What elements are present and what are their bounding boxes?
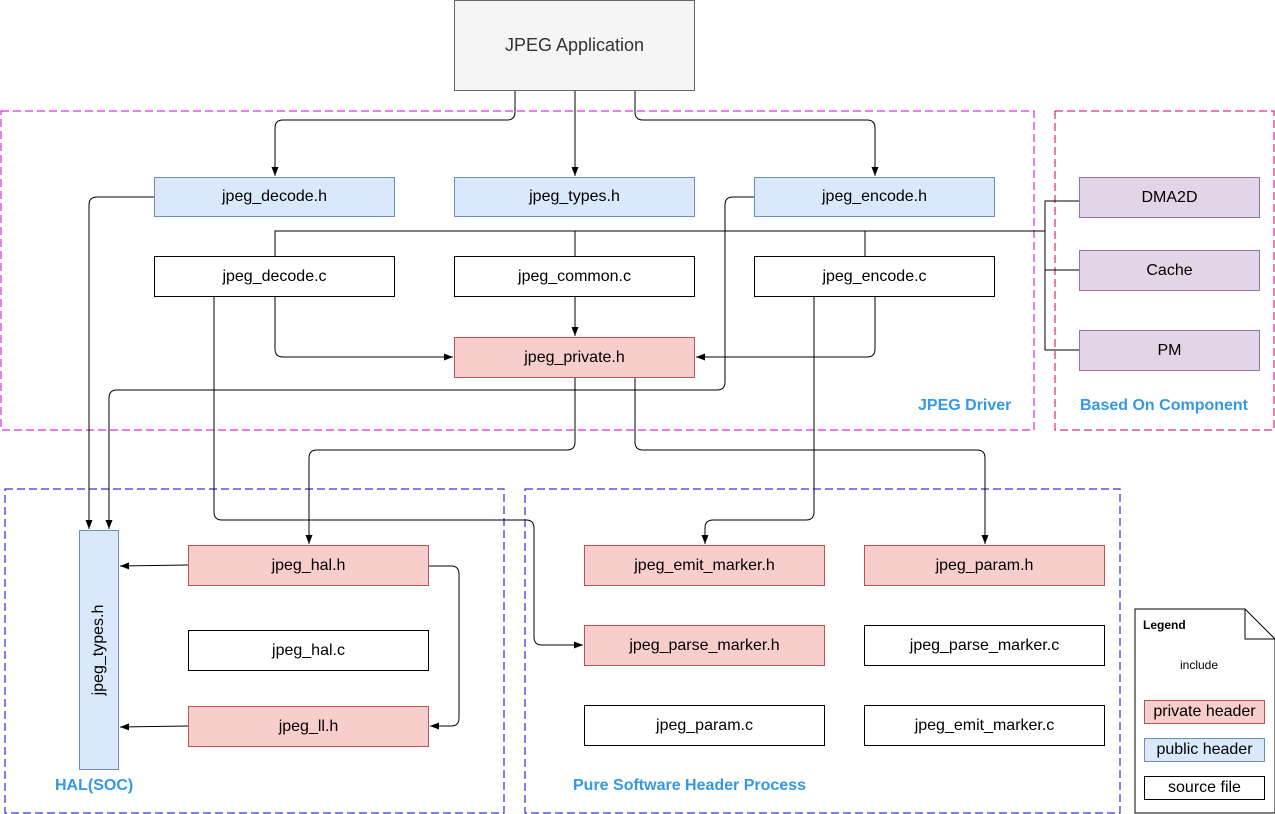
based-on-component-label: Based On Component bbox=[1080, 397, 1249, 414]
edge-private-param-h bbox=[634, 378, 989, 544]
dma2d-node: DMA2D bbox=[1079, 177, 1260, 218]
legend-include-label: include bbox=[1180, 658, 1219, 672]
edge-hal-h-soc-types bbox=[119, 562, 189, 570]
edge-app-decode-h bbox=[271, 91, 516, 176]
jpeg-parse-marker-c-node: jpeg_parse_marker.c bbox=[864, 625, 1105, 666]
jpeg-hal-h-node: jpeg_hal.h bbox=[188, 545, 429, 586]
jpeg-ll-h-node: jpeg_ll.h bbox=[188, 706, 429, 747]
pure-software-region bbox=[524, 488, 1121, 814]
legend-source-file: source file bbox=[1144, 776, 1265, 800]
edge-decode-c-private bbox=[274, 297, 453, 361]
jpeg-decode-c-node: jpeg_decode.c bbox=[154, 256, 395, 297]
legend-title: Legend bbox=[1143, 618, 1186, 632]
legend-public-header: public header bbox=[1144, 738, 1265, 762]
jpeg-common-c-node: jpeg_common.c bbox=[454, 256, 695, 297]
jpeg-emit-marker-h-node: jpeg_emit_marker.h bbox=[584, 545, 825, 586]
edge-app-encode-h bbox=[634, 91, 879, 176]
edge-encode-c-emit-marker-h bbox=[701, 297, 815, 544]
edge-component-bus bbox=[274, 230, 1045, 256]
pure-software-label: Pure Software Header Process bbox=[573, 777, 806, 794]
jpeg-encode-c-node: jpeg_encode.c bbox=[754, 256, 995, 297]
soc-jpeg-types-h-node bbox=[79, 530, 119, 770]
edge-encode-h-soc-types bbox=[105, 196, 754, 529]
edge-bus-components bbox=[1044, 200, 1079, 351]
legend-private-header: private header bbox=[1144, 700, 1265, 724]
soc-jpeg-types-h-label: jpeg_types.h bbox=[90, 604, 107, 696]
jpeg-hal-c-node: jpeg_hal.c bbox=[188, 630, 429, 671]
hal-soc-label: HAL(SOC) bbox=[55, 777, 134, 794]
jpeg-param-c-node: jpeg_param.c bbox=[584, 705, 825, 746]
jpeg-private-h-node: jpeg_private.h bbox=[454, 337, 695, 378]
jpeg-decode-h-node: jpeg_decode.h bbox=[154, 177, 395, 217]
edge-decode-c-parse-marker-h bbox=[213, 297, 583, 649]
jpeg-param-h-node: jpeg_param.h bbox=[864, 545, 1105, 586]
jpeg-parse-marker-h-node: jpeg_parse_marker.h bbox=[584, 625, 825, 666]
legend-fold bbox=[1244, 609, 1275, 640]
edge-private-hal-h bbox=[305, 378, 576, 544]
driver-region bbox=[0, 110, 1035, 431]
jpeg-emit-marker-c-node: jpeg_emit_marker.c bbox=[864, 705, 1105, 746]
jpeg-application-node: JPEG Application bbox=[454, 0, 695, 91]
pm-node: PM bbox=[1079, 330, 1260, 371]
edge-hal-h-ll-h bbox=[429, 565, 460, 730]
edge-encode-c-private bbox=[696, 297, 876, 361]
cache-node: Cache bbox=[1079, 250, 1260, 291]
jpeg-types-h-node: jpeg_types.h bbox=[454, 177, 695, 217]
edge-ll-h-soc-types bbox=[119, 723, 189, 731]
jpeg-driver-label: JPEG Driver bbox=[918, 397, 1012, 414]
hal-region bbox=[4, 488, 505, 814]
jpeg-encode-h-node: jpeg_encode.h bbox=[754, 177, 995, 217]
edge-decode-h-soc-types bbox=[85, 196, 154, 529]
